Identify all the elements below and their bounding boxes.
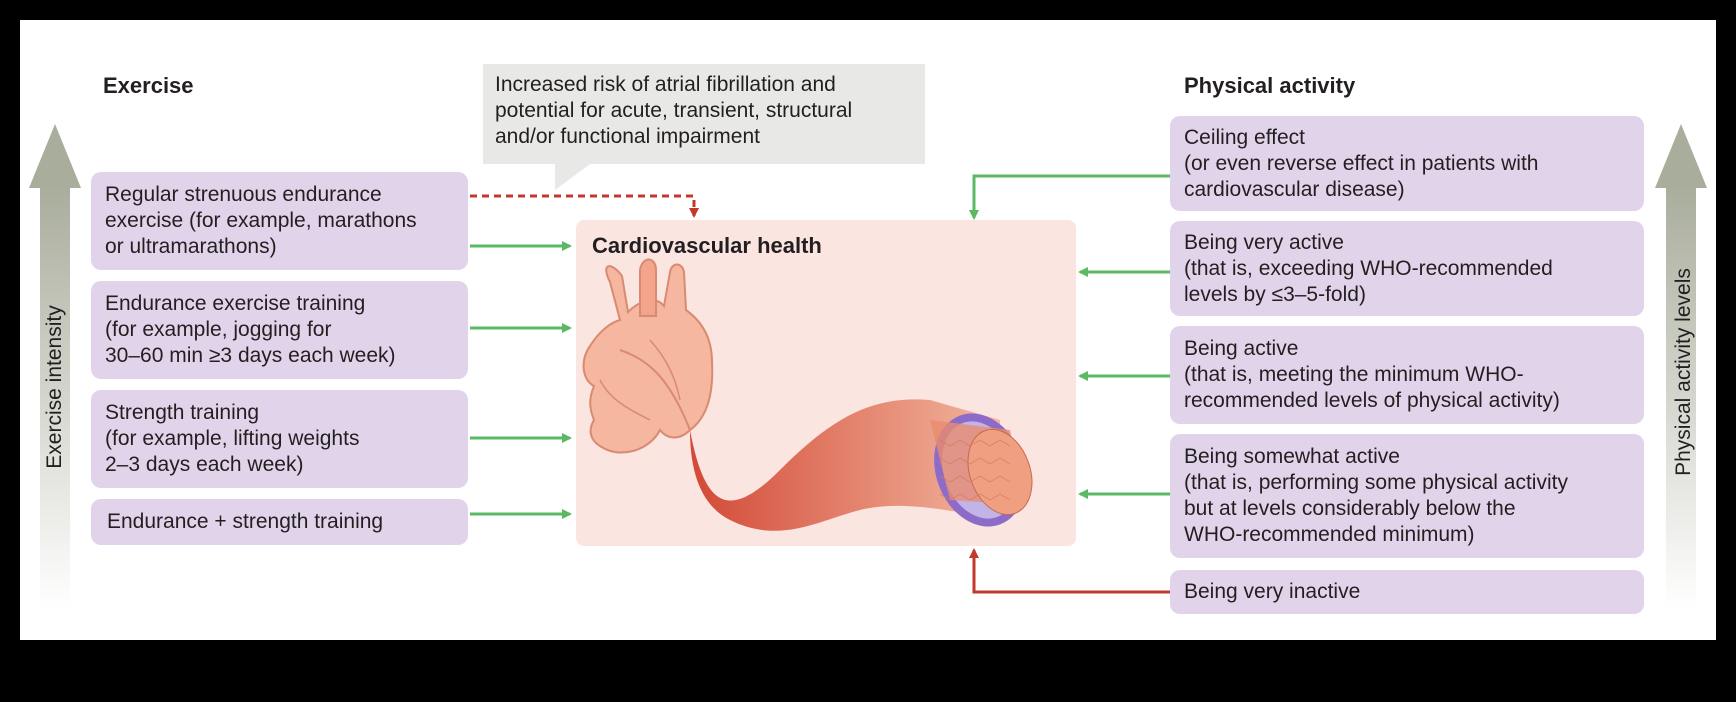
exercise-item-text: Endurance + strength training xyxy=(107,510,384,533)
exercise-item-text: Strength training (for example, lifting … xyxy=(105,401,360,476)
activity-item-very-inactive: Being very inactive xyxy=(1170,570,1644,614)
activity-item-text: Ceiling effect (or even reverse effect i… xyxy=(1184,125,1539,201)
arrow-ceiling xyxy=(969,174,1170,220)
activity-item-active: Being active (that is, meeting the minim… xyxy=(1170,326,1644,424)
physical-activity-levels-label: Physical activity levels xyxy=(1672,268,1695,476)
physical-activity-heading: Physical activity xyxy=(1184,73,1356,98)
af-risk-callout: Increased risk of atrial fibrillation an… xyxy=(483,64,925,164)
af-risk-text: Increased risk of atrial fibrillation an… xyxy=(495,73,853,148)
exercise-item-text: Regular strenuous endurance exercise (fo… xyxy=(105,183,417,258)
exercise-item-strength: Strength training (for example, lifting … xyxy=(91,390,468,488)
arrow-af-risk xyxy=(470,194,699,218)
cardiovascular-health-title: Cardiovascular health xyxy=(592,233,822,258)
activity-item-text: Being active (that is, meeting the minim… xyxy=(1184,337,1560,412)
activity-item-text: Being very active (that is, exceeding WH… xyxy=(1184,230,1553,306)
activity-item-somewhat-active: Being somewhat active (that is, performi… xyxy=(1170,434,1644,558)
heart-illustration xyxy=(582,258,714,454)
exercise-item-text: Endurance exercise training (for example… xyxy=(105,292,396,367)
activity-item-text: Being somewhat active (that is, performi… xyxy=(1184,445,1568,546)
activity-item-very-active: Being very active (that is, exceeding WH… xyxy=(1170,221,1644,316)
exercise-item-strenuous: Regular strenuous endurance exercise (fo… xyxy=(91,172,468,270)
artery-illustration xyxy=(690,399,1000,531)
left-intensity-arrow xyxy=(29,124,81,610)
arrow-very-inactive xyxy=(969,548,1170,594)
right-activity-arrow xyxy=(1655,124,1707,610)
exercise-item-endurance: Endurance exercise training (for example… xyxy=(91,281,468,379)
activity-item-ceiling: Ceiling effect (or even reverse effect i… xyxy=(1170,116,1644,211)
callout-pointer xyxy=(555,164,590,190)
activity-item-text: Being very inactive xyxy=(1184,580,1361,603)
exercise-heading: Exercise xyxy=(103,73,194,98)
exercise-item-combined: Endurance + strength training xyxy=(91,499,468,545)
exercise-intensity-label: Exercise intensity xyxy=(43,305,66,469)
